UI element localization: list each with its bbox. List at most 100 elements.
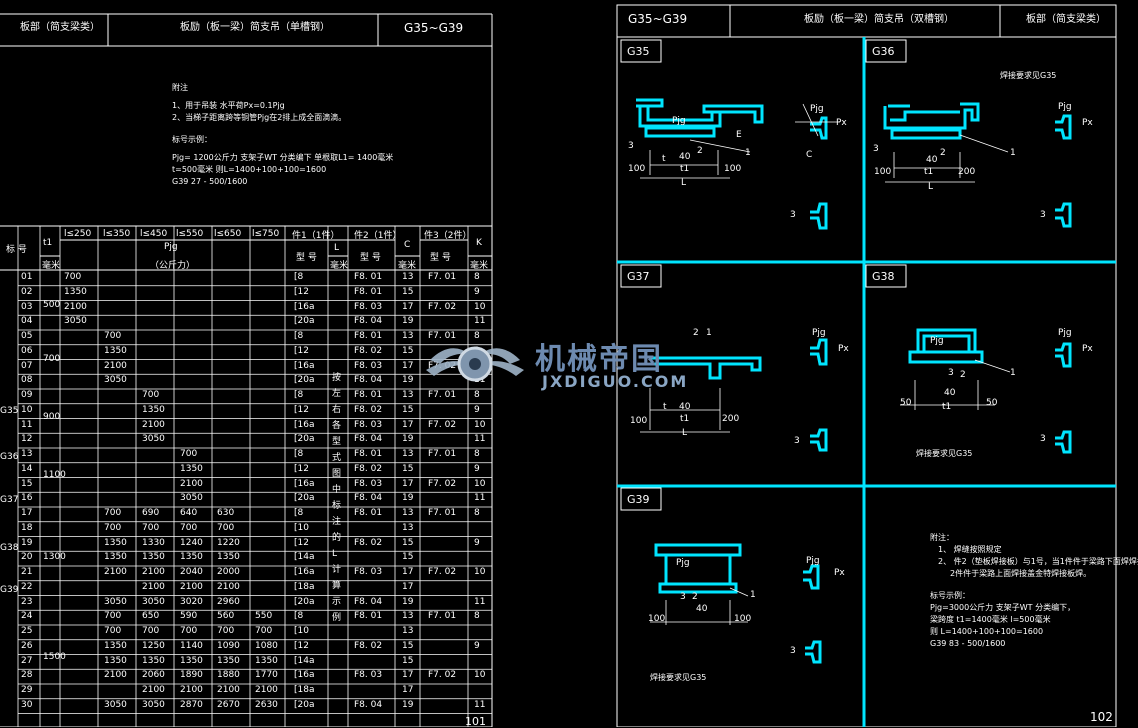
table-cell: [8	[294, 508, 304, 518]
table-cell: 16	[21, 493, 33, 504]
table-cell: 1350	[104, 537, 127, 548]
table-cell: 04	[21, 316, 33, 327]
table-cell: 17	[402, 419, 414, 430]
th-K-unit: 毫米	[470, 261, 489, 271]
table-cell: 17	[402, 567, 414, 577]
table-cell: 630	[217, 508, 235, 518]
table-cell: F7. 01	[428, 508, 457, 518]
label-3: 3	[948, 368, 954, 378]
note-line: 标号示例：	[930, 591, 970, 600]
table-cell: 2100	[64, 301, 87, 312]
table-cell: [10	[294, 522, 309, 533]
table-cell: 700	[142, 626, 160, 636]
label-40: 40	[944, 388, 956, 398]
table-cell: 700	[104, 626, 122, 636]
note-line: 附注：	[930, 533, 954, 542]
label-t1: t1	[680, 164, 690, 174]
table-cell: 1350	[64, 286, 87, 297]
table-cell: 19	[21, 537, 33, 548]
table-cell: 1350	[142, 552, 165, 563]
label-pjg: Pjg	[812, 328, 826, 338]
table-cell: [20a	[294, 434, 315, 445]
left-notes: 附注 1、用于吊装 水平荷Px=0.1Pjg 2、当梯子距离跨等铜管Pjg在2排…	[172, 82, 393, 188]
table-cell: 700	[217, 626, 235, 636]
label-2: 2	[693, 328, 699, 338]
table-cell: 2100	[142, 419, 165, 430]
table-cell: 01	[21, 272, 33, 282]
watermark-logo: 机械帝国 JXDIGUO.COM	[420, 330, 720, 400]
table-cell: 11	[474, 596, 486, 607]
label-L: L	[682, 428, 688, 438]
left-header-code: G35~G39	[404, 21, 464, 35]
table-cell: F7. 02	[428, 567, 457, 577]
note-line: 1、用于吊装 水平荷Px=0.1Pjg	[172, 101, 285, 110]
table-cell: 19	[402, 493, 414, 504]
table-cell: 9	[474, 463, 480, 474]
th-t1: t1	[43, 238, 53, 248]
label-3: 3	[628, 141, 634, 151]
table-cell: 03	[21, 301, 33, 312]
th-col: l≤650	[214, 229, 242, 239]
table-cell: 15	[402, 345, 414, 356]
table-cell: 3050	[104, 699, 127, 710]
label-px: Px	[838, 344, 849, 354]
table-cell: 9	[474, 640, 480, 651]
label-3: 3	[1040, 434, 1046, 444]
table-cell: 13	[402, 449, 414, 459]
table-cell: 1350	[217, 655, 240, 666]
table-cell: F7. 02	[428, 478, 457, 489]
table-cell: 2630	[255, 699, 278, 710]
table-cell: 1080	[255, 640, 278, 651]
table-cell: 550	[255, 611, 273, 622]
table-cell: 11	[474, 493, 486, 504]
table-cell: 17	[402, 670, 414, 681]
table-cell: 1350	[180, 463, 203, 474]
table-cell: 18	[21, 522, 33, 533]
table-cell: 10	[474, 567, 486, 577]
table-cell: [8	[294, 331, 304, 341]
label-pjg: Pjg	[1058, 102, 1072, 112]
table-cell: 3050	[104, 375, 127, 386]
table-cell: [16a	[294, 478, 315, 489]
table-cell: 650	[142, 611, 160, 622]
table-cell: 1140	[180, 640, 203, 651]
th-C-unit: 毫米	[398, 261, 417, 271]
table-cell: F7. 01	[428, 390, 457, 400]
label-px: Px	[1082, 344, 1093, 354]
note-line: 梁跨度 t1=1400毫米 l=500毫米	[930, 615, 1051, 624]
table-cell: F7. 02	[428, 670, 457, 681]
table-cell: F7. 01	[428, 449, 457, 459]
label-50: 50	[986, 398, 998, 408]
label-pjg: Pjg	[930, 336, 944, 346]
table-cell: [16a	[294, 567, 315, 577]
table-cell: 2100	[142, 567, 165, 577]
table-cell: 560	[217, 611, 235, 622]
table-cell: 700	[64, 272, 82, 282]
table-cell: F8. 04	[354, 375, 383, 386]
table-cell: 2100	[104, 567, 127, 577]
table-cell: 13	[402, 626, 414, 636]
watermark-title: 机械帝国	[535, 342, 663, 377]
table-cell: F8. 04	[354, 699, 383, 710]
th-C: C	[404, 240, 411, 250]
table-cell: 15	[402, 463, 414, 474]
label-1: 1	[1010, 148, 1016, 158]
label-px: Px	[836, 118, 847, 128]
table-cell: 700	[180, 449, 198, 459]
th-col: l≤550	[176, 229, 204, 239]
table-cell: 2960	[217, 596, 240, 607]
label-40: 40	[696, 604, 708, 614]
table-cell: 09	[21, 390, 33, 400]
th-L: L	[334, 243, 340, 253]
t1-value: 1500	[43, 652, 66, 662]
th-col: l≤750	[252, 229, 280, 239]
table-cell: 2100	[142, 581, 165, 592]
table-cell: 1350	[217, 552, 240, 563]
t1-value: 700	[43, 354, 61, 364]
table-cell: 8	[474, 331, 480, 341]
table-cell: 29	[21, 685, 33, 695]
label-pjg: Pjg	[672, 116, 686, 126]
table-cell: 1240	[180, 537, 203, 548]
g39-weld-note: 焊接要求见G35	[650, 673, 707, 682]
table-cell: 2100	[180, 685, 203, 695]
